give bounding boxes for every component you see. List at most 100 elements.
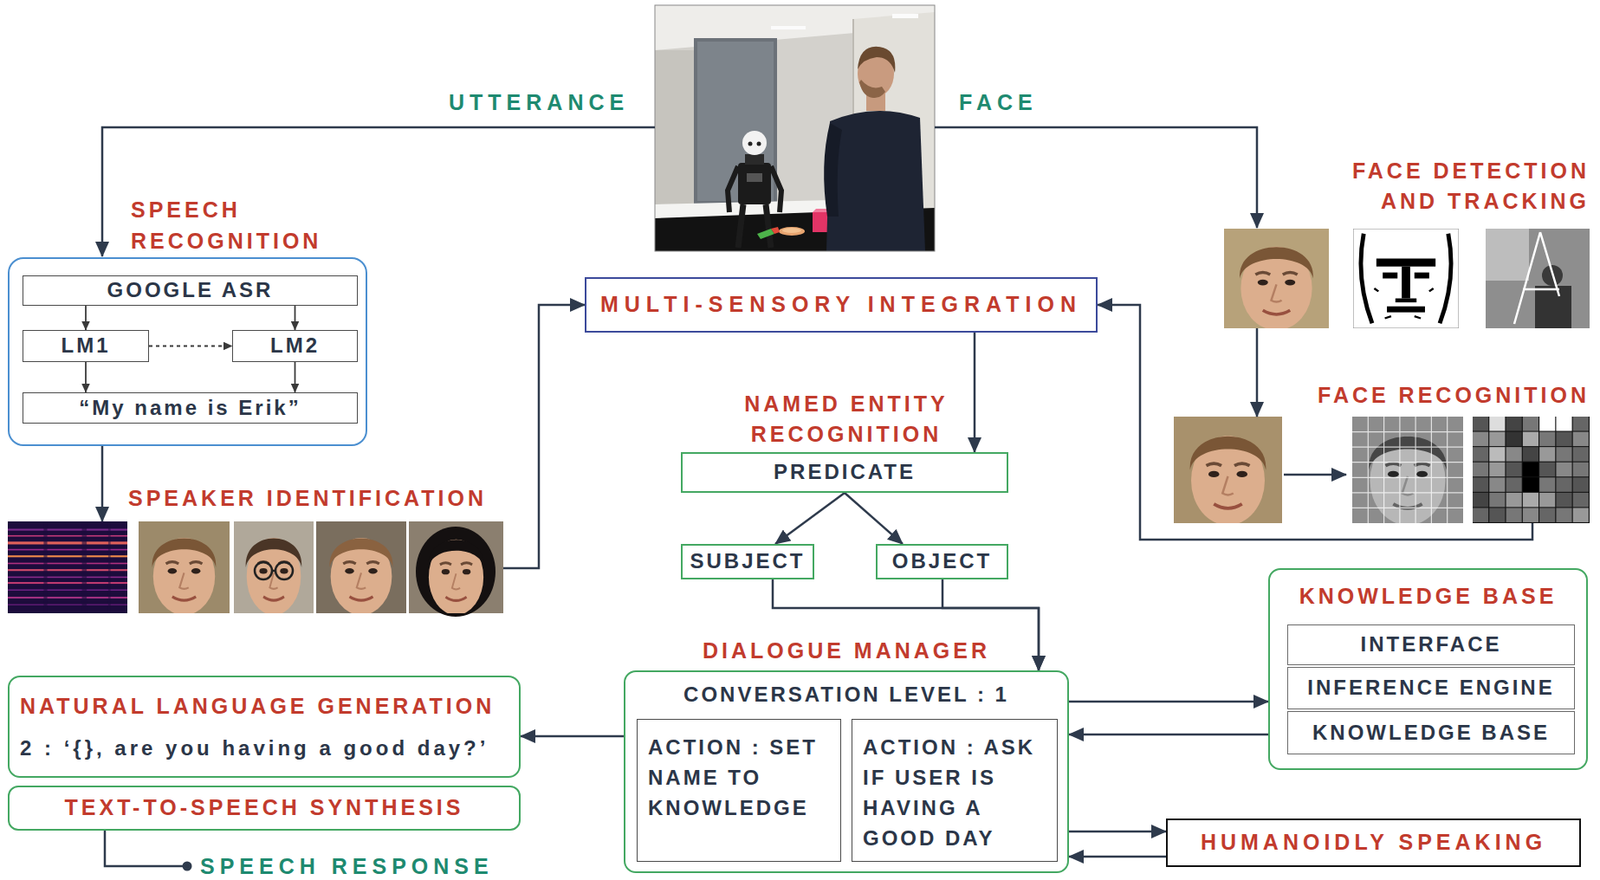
recognition-images-part-part [1472, 416, 1489, 432]
lab-photo-part [738, 204, 771, 248]
detection-images [1224, 228, 1590, 331]
module-heading: TEXT-TO-SPEECH SYNTHESIS [9, 787, 519, 829]
image-strip: FACE RECOGNITION [1173, 416, 1590, 524]
speaker-faces-part [427, 539, 485, 616]
module-frame: SPEECH RECOGNITIONGOOGLE ASRLM1LM2“My na… [7, 257, 368, 447]
recognition-images-part-part [1489, 432, 1505, 447]
recognition-images-part-part [1506, 492, 1523, 508]
box-text: INFERENCE ENGINE [1288, 667, 1575, 708]
speaker-faces [138, 521, 504, 617]
box-text: GOOGLE ASR [23, 276, 357, 305]
speaker-faces-part [330, 537, 394, 616]
module-heading: SPEECH RECOGNITION [130, 194, 358, 257]
detection-images-part-part [1382, 272, 1398, 279]
recognition-images-part-part [1489, 416, 1505, 432]
lab-photo [654, 5, 935, 252]
recognition-images-part-part [1522, 446, 1539, 462]
signal-label: FACE [958, 90, 1038, 115]
lab-photo-part [859, 79, 886, 98]
lab-photo-part [693, 38, 778, 205]
recognition-images-part-part [1489, 462, 1505, 478]
recognition-images-part-part [1555, 432, 1572, 447]
recognition-images-part [1190, 435, 1267, 525]
flow-arrow [844, 492, 903, 545]
signal-label: UTTERANCE [448, 90, 629, 115]
flow-arrow [1256, 328, 1259, 417]
action-box: ACTION : ASK IF USER IS HAVING A GOOD DA… [851, 719, 1058, 862]
detection-images-part [1239, 246, 1314, 331]
lab-photo-part [770, 25, 806, 30]
detection-images-part-part [1414, 272, 1430, 279]
recognition-images-part-part [1506, 416, 1523, 432]
recognition-images-part-part [1539, 446, 1555, 462]
detection-images-part-part [1353, 228, 1459, 329]
lab-photo-part [738, 162, 771, 205]
box-text: KNOWLEDGE BASE [1288, 712, 1575, 753]
lab-photo-part [742, 130, 767, 156]
lab-photo-part [782, 227, 802, 234]
recognition-images-part-part [1368, 435, 1447, 525]
flow-arrow [1097, 304, 1533, 540]
flow-arrow [1068, 700, 1269, 704]
module-frame: KNOWLEDGE BASEINTERFACEINFERENCE ENGINEK… [1268, 568, 1588, 771]
recognition-images-part-part [1539, 462, 1555, 478]
signal-label: SPEECH RESPONSE [200, 855, 494, 878]
flow-arrow [294, 305, 297, 331]
output-box: “My name is Erik” [22, 392, 358, 424]
box-text: CONVERSATION LEVEL : 1 [625, 680, 1068, 710]
recognition-images-part-part [1489, 446, 1505, 462]
flow-arrow [1068, 855, 1166, 859]
recognition-images-part-part [1539, 507, 1555, 523]
detection-images-part [1485, 228, 1529, 281]
process-box: HUMANOIDLY SPEAKING [1165, 818, 1581, 868]
speaker-faces-part [272, 570, 276, 573]
detection-images-part [1353, 228, 1459, 329]
box-text: INTERFACE [1288, 625, 1575, 664]
module-heading: FACE DETECTION AND TRACKING [1303, 155, 1590, 217]
detection-images-part-part [1386, 306, 1426, 313]
process-box: KNOWLEDGE BASE [1287, 711, 1575, 755]
recognition-images-part-part [1472, 492, 1489, 508]
recognition-images-part-part [1555, 462, 1572, 478]
terminal-dot [182, 861, 193, 872]
flow-arrow [101, 446, 104, 522]
flow-arrow [1068, 830, 1166, 834]
recognition-images-part-part [1489, 507, 1505, 523]
box-text: PREDICATE [682, 453, 1007, 491]
recognition-images-part-part [1555, 477, 1572, 493]
module-heading: FACE RECOGNITION [1317, 382, 1590, 409]
recognition-images-part-part [1472, 416, 1590, 524]
box-text: “My name is Erik” [23, 393, 357, 422]
recognition-images-part-part [1522, 432, 1539, 447]
action-box: ACTION : SET NAME TO KNOWLEDGE [636, 719, 842, 862]
image-strip: SPEAKER IDENTIFICATION [7, 521, 504, 614]
recognition-images-part-part [1539, 416, 1555, 432]
detection-images-part-part [1395, 298, 1417, 304]
box-text: OBJECT [877, 545, 1007, 577]
signal-lines-part [934, 127, 1257, 228]
module-heading: NAMED ENTITY RECOGNITION [725, 388, 968, 450]
box-text: LM1 [23, 330, 149, 361]
process-box: OBJECT [875, 544, 1009, 580]
flow-arrow [294, 362, 297, 393]
recognition-images [1173, 416, 1590, 525]
recognition-images-part-part [1472, 507, 1489, 523]
detection-images-part [1485, 228, 1590, 329]
signal-lines-part [104, 830, 184, 867]
box-text: ACTION : ASK IF USER IS HAVING A GOOD DA… [862, 731, 1050, 854]
recognition-images-part-part [1539, 432, 1555, 447]
recognition-images-part-part [1522, 462, 1539, 478]
recognition-images-part-part [1472, 446, 1489, 462]
flow-arrow [84, 362, 87, 393]
module-heading: SPEAKER IDENTIFICATION [128, 485, 487, 512]
process-box: LM1 [22, 330, 149, 363]
process-box: GOOGLE ASR [22, 275, 358, 306]
spectrogram-part [43, 521, 47, 614]
process-box: SUBJECT [680, 544, 815, 580]
detection-images-part [1514, 232, 1560, 324]
lab-photo-part [778, 226, 805, 236]
recognition-images-part-part [1573, 477, 1589, 493]
module-heading: MULTI-SENSORY INTEGRATION [586, 278, 1096, 331]
lab-photo-part [757, 142, 762, 147]
